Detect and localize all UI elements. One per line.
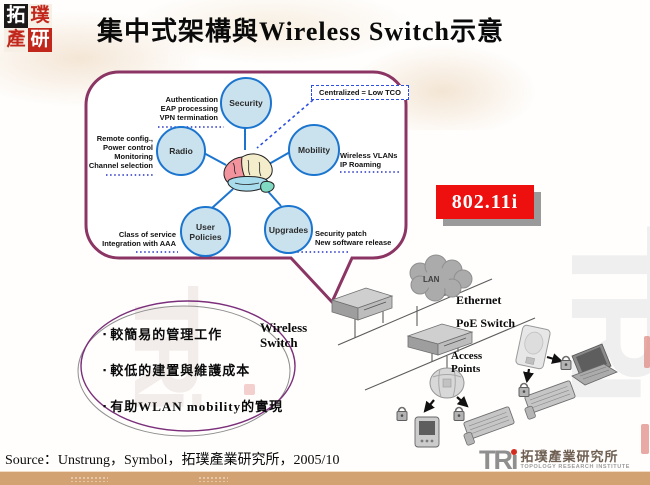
benefit-item: ▪較簡易的管理工作 — [103, 326, 222, 343]
logo-char: 璞 — [28, 4, 52, 28]
benefit-text: 有助WLAN mobility的實現 — [110, 399, 284, 414]
laptop — [571, 343, 618, 386]
tri-corner-logo: 拓 璞 產 研 — [4, 4, 52, 52]
note-security: Authentication EAP processing VPN termin… — [159, 95, 218, 122]
benefit-text: 較低的建置與維護成本 — [110, 363, 251, 378]
bullet-icon: ▪ — [103, 365, 108, 375]
tri-logo-tr: TR — [479, 445, 513, 475]
benefit-item: ▪有助WLAN mobility的實現 — [103, 398, 283, 415]
watermark-red-accent — [244, 384, 255, 395]
source-line: Source：Unstrung，Symbol，拓璞產業研究所，2005/10 — [5, 453, 340, 468]
note-mobility: Wireless VLANs IP Roaming — [340, 151, 398, 169]
logo-char: 拓 — [4, 4, 28, 28]
lan-cloud — [409, 254, 473, 302]
benefit-text: 較簡易的管理工作 — [110, 327, 223, 342]
pda-device — [414, 416, 440, 448]
note-upgrades: Security patch New software release — [315, 229, 392, 247]
node-security: Security — [220, 77, 272, 129]
poe-switch-label: PoE Switch — [456, 316, 516, 330]
org-name-en: TOPOLOGY RESEARCH INSTITUTE — [520, 464, 631, 470]
tri-logo-i: i — [511, 445, 518, 475]
lan-label: LAN — [423, 275, 440, 284]
lock-icon — [518, 382, 530, 398]
lock-icon — [560, 355, 572, 371]
page-title: 集中式架構與Wireless Switch示意 — [97, 17, 504, 46]
org-name-cn: 拓璞產業研究所 — [520, 449, 619, 464]
bullet-icon: ▪ — [103, 401, 108, 411]
ethernet-label: Ethernet — [456, 293, 502, 307]
watermark-red-accent — [641, 424, 649, 454]
handheld-device-2 — [524, 380, 576, 420]
centralized-callout: Centralized = Low TCO — [311, 85, 409, 100]
brain-image — [223, 153, 275, 193]
footer-bar-dots — [198, 476, 228, 482]
note-user-policies: Class of service Integration with AAA — [102, 230, 176, 248]
wireless-switch-device — [330, 287, 394, 321]
badge-80211i: 802.11i — [436, 185, 534, 219]
tri-org-names: 拓璞產業研究所 TOPOLOGY RESEARCH INSTITUTE — [521, 450, 631, 471]
node-mobility: Mobility — [288, 124, 340, 176]
logo-char: 產 — [4, 28, 28, 52]
wireless-switch-label: Wireless Switch — [260, 320, 308, 350]
benefits-oval — [77, 300, 296, 437]
access-point-flat — [515, 324, 551, 370]
bullet-icon: ▪ — [103, 329, 108, 339]
node-upgrades: Upgrades — [264, 205, 313, 254]
lock-icon — [396, 406, 408, 422]
access-points-label: Access Points — [451, 350, 483, 375]
logo-char: 研 — [28, 28, 52, 52]
note-radio: Remote config., Power control Monitoring… — [88, 134, 153, 170]
node-user-policies: User Policies — [180, 206, 231, 257]
footer-bar-dots — [70, 476, 108, 482]
footer-bar — [0, 471, 650, 485]
lock-icon — [453, 406, 465, 422]
wireless-link-arrows — [423, 353, 564, 413]
access-point-round — [429, 367, 465, 399]
watermark-red-accent — [644, 336, 650, 368]
handheld-device-1 — [463, 406, 515, 446]
poe-switch-device — [406, 323, 474, 356]
node-radio: Radio — [156, 126, 206, 176]
benefit-item: ▪較低的建置與維護成本 — [103, 362, 250, 379]
